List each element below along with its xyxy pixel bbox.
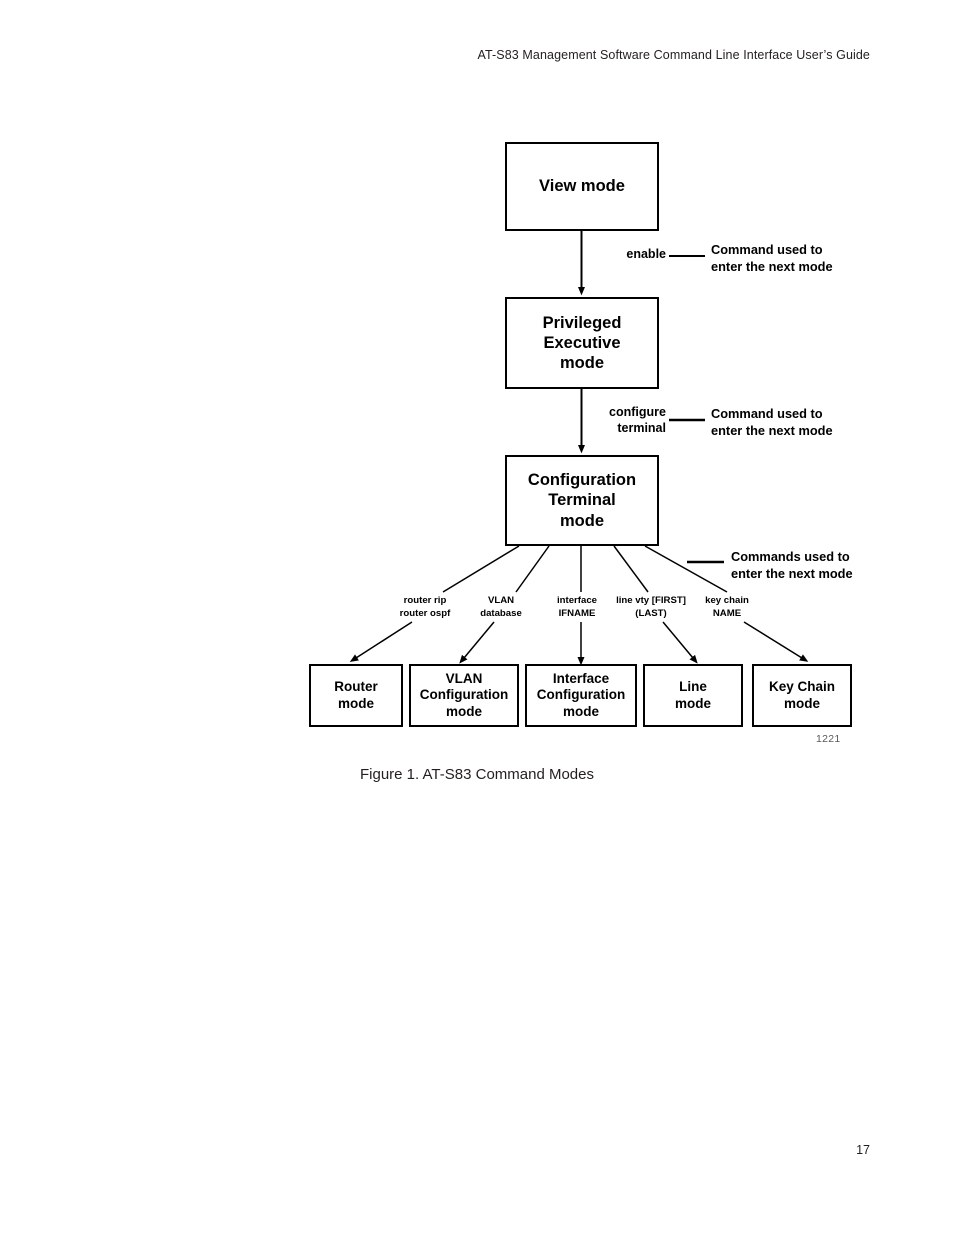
mode-box-privileged-executive: Privileged Executive mode — [505, 297, 659, 389]
fanline-upper-router — [442, 545, 520, 593]
figure-caption: Figure 1. AT-S83 Command Modes — [360, 766, 594, 783]
mode-box-router: Router mode — [309, 664, 403, 727]
transition-command-configure-terminal: configure terminal — [609, 405, 666, 435]
mode-box-key-chain-label: Key Chain mode — [768, 679, 836, 711]
legend-command-used-1: Command used to enter the next mode — [711, 242, 833, 274]
mode-box-key-chain: Key Chain mode — [752, 664, 852, 727]
mode-box-interface-configuration: Interface Configuration mode — [525, 664, 637, 727]
legend-commands-used-3: Commands used to enter the next mode — [731, 549, 853, 581]
mode-box-line-label: Line mode — [674, 679, 711, 711]
fanline-upper-line — [613, 545, 649, 593]
mode-box-vlan-configuration: VLAN Configuration mode — [409, 664, 519, 727]
fan-command-router: router rip router ospf — [399, 595, 451, 619]
fan-command-vlan: VLAN database — [480, 595, 522, 619]
fanline-lower-router — [349, 621, 413, 663]
mode-box-configuration-terminal-label: Configuration Terminal mode — [527, 471, 637, 530]
mode-box-view-label: View mode — [539, 177, 625, 196]
mode-box-configuration-terminal: Configuration Terminal mode — [505, 455, 659, 546]
mode-box-view: View mode — [505, 142, 659, 231]
fan-command-line: line vty [FIRST] (LAST) — [616, 595, 686, 619]
diagram-connectors — [349, 231, 809, 666]
transition-command-enable: enable — [626, 247, 666, 261]
mode-box-router-label: Router mode — [334, 679, 378, 711]
fanline-lower-vlan — [459, 621, 495, 664]
fanline-lower-line — [662, 621, 698, 664]
mode-box-line: Line mode — [643, 664, 743, 727]
mode-box-privileged-executive-label: Privileged Executive mode — [542, 313, 622, 373]
fanline-upper-vlan — [515, 545, 550, 593]
fanline-upper-keychain — [644, 545, 728, 593]
fan-command-interface: interface IFNAME — [557, 595, 597, 619]
document-running-header: AT-S83 Management Software Command Line … — [477, 48, 870, 62]
mode-box-vlan-configuration-label: VLAN Configuration mode — [419, 670, 509, 719]
mode-box-interface-configuration-label: Interface Configuration mode — [536, 670, 626, 719]
figure-command-modes: View mode Privileged Executive mode Conf… — [309, 142, 853, 783]
legend-command-used-2: Command used to enter the next mode — [711, 406, 833, 438]
fanline-lower-keychain — [743, 621, 809, 662]
fan-command-key-chain: key chain NAME — [705, 595, 749, 619]
figure-id-number: 1221 — [816, 733, 841, 745]
page-number: 17 — [856, 1143, 870, 1157]
